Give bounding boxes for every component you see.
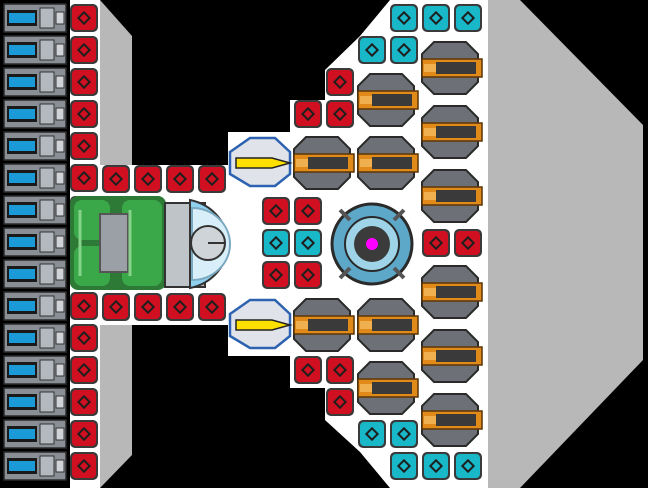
- shield-block-icon[interactable]: [390, 36, 418, 64]
- armor-block-icon[interactable]: [70, 100, 98, 128]
- shield-block-icon[interactable]: [454, 4, 482, 32]
- armor-block-icon[interactable]: [70, 132, 98, 160]
- armor-block-icon[interactable]: [262, 261, 290, 289]
- armor-block-icon[interactable]: [326, 100, 354, 128]
- gun-turret-icon[interactable]: [421, 169, 483, 223]
- engine-icon[interactable]: [3, 99, 67, 129]
- shield-block-icon[interactable]: [358, 36, 386, 64]
- engine-icon[interactable]: [3, 291, 67, 321]
- shield-block-icon[interactable]: [390, 420, 418, 448]
- gun-turret-icon[interactable]: [421, 105, 483, 159]
- armor-block-icon[interactable]: [70, 292, 98, 320]
- shield-block-icon[interactable]: [454, 452, 482, 480]
- armor-block-icon[interactable]: [454, 229, 482, 257]
- armor-block-icon[interactable]: [294, 261, 322, 289]
- gun-turret-icon[interactable]: [421, 41, 483, 95]
- gun-turret-icon[interactable]: [357, 73, 419, 127]
- engine-icon[interactable]: [3, 195, 67, 225]
- gun-turret-icon[interactable]: [293, 136, 355, 190]
- engine-icon[interactable]: [3, 227, 67, 257]
- armor-block-icon[interactable]: [70, 452, 98, 480]
- armor-block-icon[interactable]: [262, 197, 290, 225]
- engine-icon[interactable]: [3, 163, 67, 193]
- armor-block-icon[interactable]: [326, 356, 354, 384]
- engine-icon[interactable]: [3, 419, 67, 449]
- engine-icon[interactable]: [3, 3, 67, 33]
- armor-block-icon[interactable]: [294, 197, 322, 225]
- bridge-dome-icon[interactable]: [164, 198, 231, 290]
- shield-block-icon[interactable]: [294, 229, 322, 257]
- shield-block-icon[interactable]: [358, 420, 386, 448]
- engine-icon[interactable]: [3, 35, 67, 65]
- armor-block-icon[interactable]: [422, 229, 450, 257]
- gun-turret-icon[interactable]: [421, 265, 483, 319]
- armor-block-icon[interactable]: [198, 293, 226, 321]
- armor-block-icon[interactable]: [70, 36, 98, 64]
- engine-icon[interactable]: [3, 323, 67, 353]
- engine-icon[interactable]: [3, 259, 67, 289]
- engine-icon[interactable]: [3, 67, 67, 97]
- armor-block-icon[interactable]: [70, 68, 98, 96]
- shield-block-icon[interactable]: [390, 4, 418, 32]
- gun-turret-icon[interactable]: [357, 136, 419, 190]
- engine-icon[interactable]: [3, 451, 67, 481]
- turret-array: [293, 41, 483, 447]
- armor-block-icon[interactable]: [70, 356, 98, 384]
- armor-block-icon[interactable]: [70, 388, 98, 416]
- armor-block-icon[interactable]: [294, 100, 322, 128]
- shield-block-icon[interactable]: [390, 452, 418, 480]
- shield-block-icon[interactable]: [422, 4, 450, 32]
- armor-block-icon[interactable]: [134, 165, 162, 193]
- thruster-icon[interactable]: [228, 136, 293, 188]
- armor-block-icon[interactable]: [102, 293, 130, 321]
- shield-block-icon[interactable]: [262, 229, 290, 257]
- gun-turret-icon[interactable]: [421, 393, 483, 447]
- thruster-icon[interactable]: [228, 298, 293, 350]
- armor-block-icon[interactable]: [166, 165, 194, 193]
- engine-icon[interactable]: [3, 131, 67, 161]
- generator-icon[interactable]: [70, 196, 166, 290]
- shield-block-icon[interactable]: [422, 452, 450, 480]
- armor-block-icon[interactable]: [70, 324, 98, 352]
- reactor-core-icon[interactable]: [330, 202, 414, 286]
- gun-turret-icon[interactable]: [357, 298, 419, 352]
- armor-block-icon[interactable]: [294, 356, 322, 384]
- gun-turret-icon[interactable]: [293, 298, 355, 352]
- armor-block-icon[interactable]: [134, 293, 162, 321]
- armor-block-icon[interactable]: [70, 420, 98, 448]
- armor-block-icon[interactable]: [166, 293, 194, 321]
- engine-icon[interactable]: [3, 355, 67, 385]
- armor-block-icon[interactable]: [70, 164, 98, 192]
- armor-block-icon[interactable]: [198, 165, 226, 193]
- gun-turret-icon[interactable]: [357, 361, 419, 415]
- armor-block-icon[interactable]: [70, 4, 98, 32]
- armor-block-icon[interactable]: [102, 165, 130, 193]
- gun-turret-icon[interactable]: [421, 329, 483, 383]
- engine-icon[interactable]: [3, 387, 67, 417]
- armor-block-icon[interactable]: [326, 388, 354, 416]
- engine-column: [3, 3, 67, 481]
- armor-block-icon[interactable]: [326, 68, 354, 96]
